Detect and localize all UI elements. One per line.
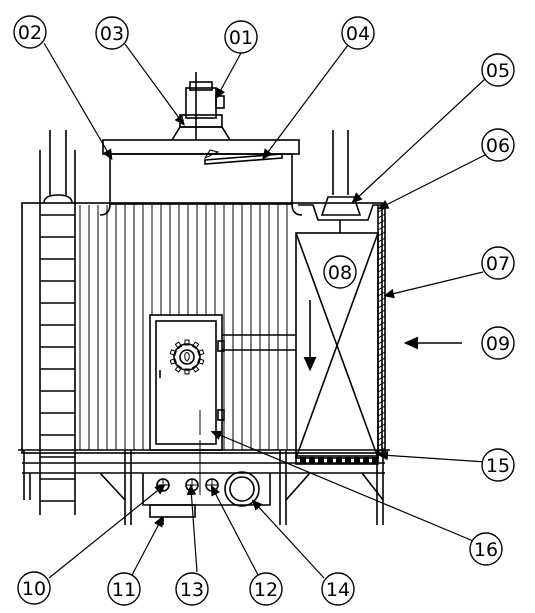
ladder-rungs	[40, 214, 75, 502]
svg-text:02: 02	[18, 22, 42, 44]
connection-duct	[222, 334, 296, 351]
callout-14: 14	[321, 572, 355, 606]
callout-15: 15	[481, 448, 515, 482]
callout-09: 09	[481, 326, 515, 360]
svg-text:11: 11	[112, 579, 136, 601]
svg-text:09: 09	[486, 333, 510, 355]
callout-03: 03	[95, 16, 129, 50]
air-inlet-louver	[377, 205, 386, 455]
callout-12: 12	[249, 572, 283, 606]
callout-07: 07	[481, 246, 515, 280]
callout-11: 11	[107, 572, 141, 606]
motor	[171, 72, 231, 141]
callout-08: 08	[323, 255, 357, 289]
svg-text:05: 05	[486, 60, 510, 82]
casing-ribs	[79, 205, 288, 450]
callout-10: 10	[17, 571, 51, 605]
svg-text:01: 01	[229, 27, 253, 49]
svg-text:04: 04	[346, 23, 370, 45]
svg-text:03: 03	[100, 23, 124, 45]
callout-05: 05	[481, 53, 515, 87]
louver-slats	[377, 207, 386, 453]
callout-labels: 01 02 03 04 05 06 07 08 09 10 11 12 13 14 15 16	[13, 15, 515, 606]
callout-02: 02	[13, 15, 47, 49]
base-frame	[18, 449, 390, 525]
callout-16: 16	[469, 532, 503, 566]
access-door	[149, 314, 225, 451]
svg-text:10: 10	[22, 578, 46, 600]
ladder	[39, 130, 76, 515]
fan-blade	[203, 149, 283, 165]
svg-text:15: 15	[486, 455, 510, 477]
callout-01: 01	[224, 20, 258, 54]
svg-text:06: 06	[486, 135, 510, 157]
callout-13: 13	[175, 572, 209, 606]
tower-casing	[21, 202, 383, 454]
gear-logo-icon	[169, 339, 205, 375]
svg-text:07: 07	[486, 253, 510, 275]
svg-text:08: 08	[328, 262, 352, 284]
svg-text:13: 13	[180, 579, 204, 601]
inlet-pipe	[298, 130, 388, 221]
svg-text:16: 16	[474, 539, 498, 561]
leader-lines	[43, 42, 487, 579]
fan-stack	[99, 139, 303, 216]
callout-04: 04	[341, 16, 375, 50]
svg-text:14: 14	[326, 579, 350, 601]
callout-06: 06	[481, 128, 515, 162]
svg-text:12: 12	[254, 579, 278, 601]
